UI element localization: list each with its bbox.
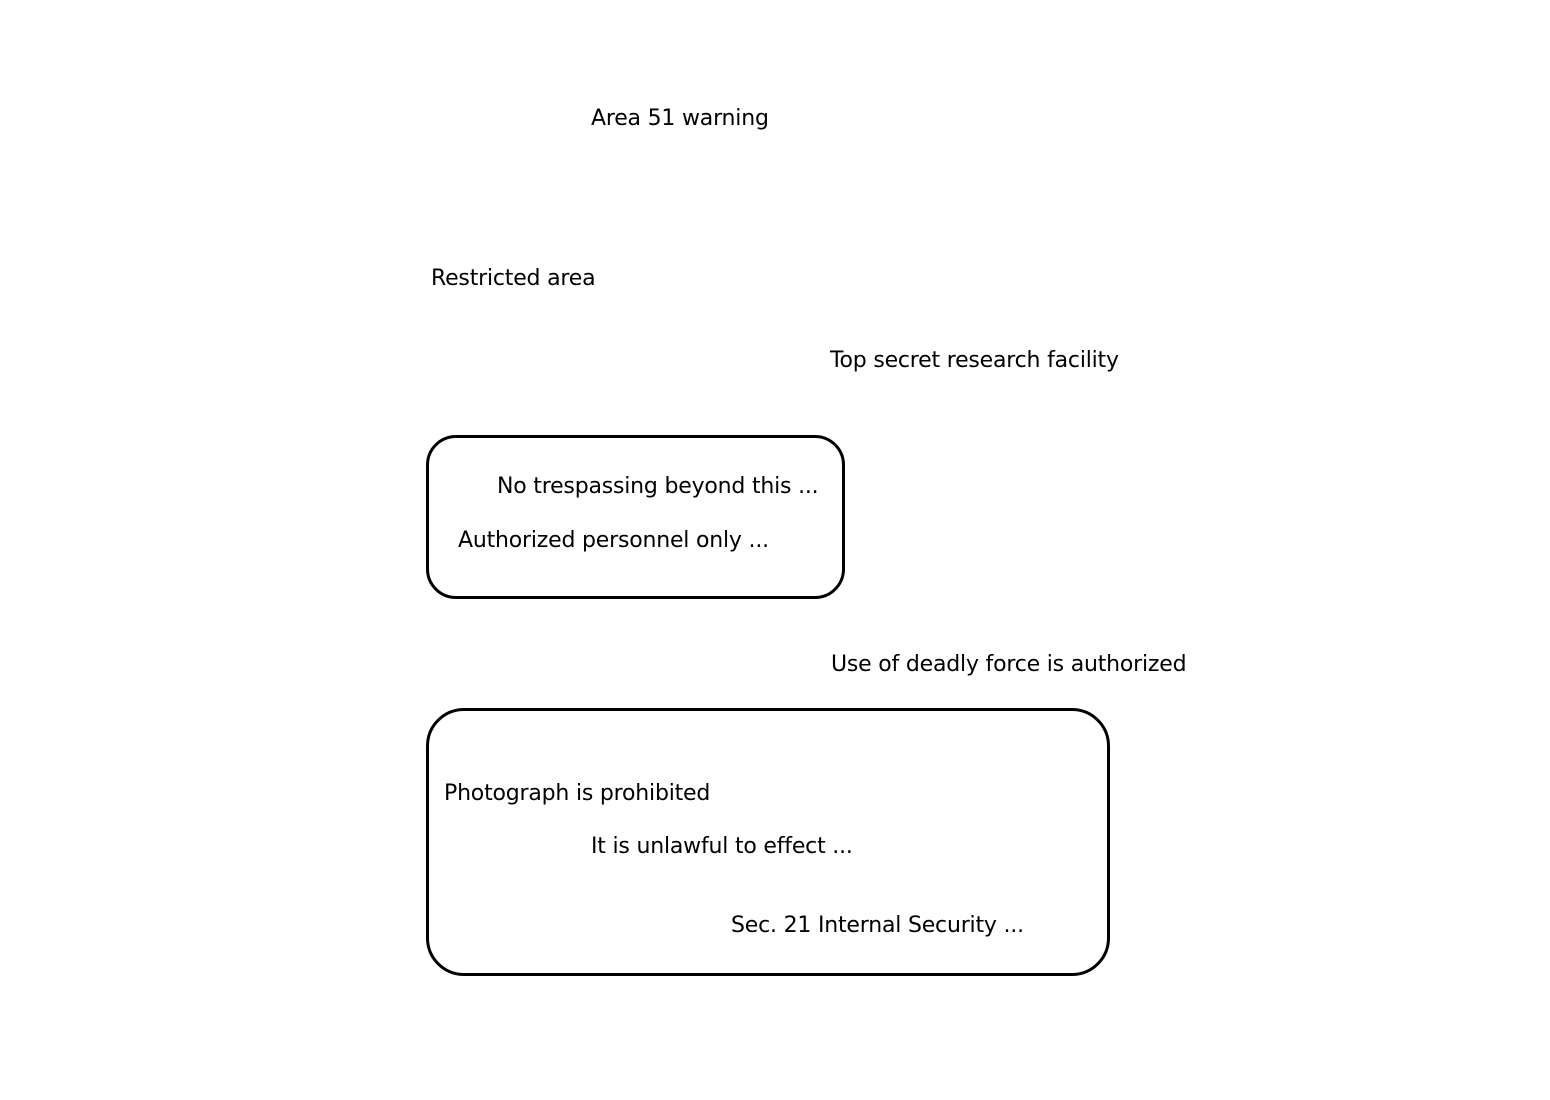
no-trespassing-text: No trespassing beyond this ... <box>497 474 819 499</box>
unlawful-text: It is unlawful to effect ... <box>591 834 853 859</box>
photograph-prohibited-text: Photograph is prohibited <box>444 781 711 806</box>
internal-security-text: Sec. 21 Internal Security ... <box>731 913 1024 938</box>
deadly-force-label: Use of deadly force is authorized <box>831 652 1187 677</box>
authorized-personnel-text: Authorized personnel only ... <box>458 528 769 553</box>
top-secret-label: Top secret research facility <box>830 348 1119 373</box>
restricted-area-label: Restricted area <box>431 266 596 291</box>
prohibition-notice-box <box>426 708 1110 976</box>
trespass-notice-box <box>426 435 845 599</box>
diagram-title: Area 51 warning <box>591 106 769 131</box>
